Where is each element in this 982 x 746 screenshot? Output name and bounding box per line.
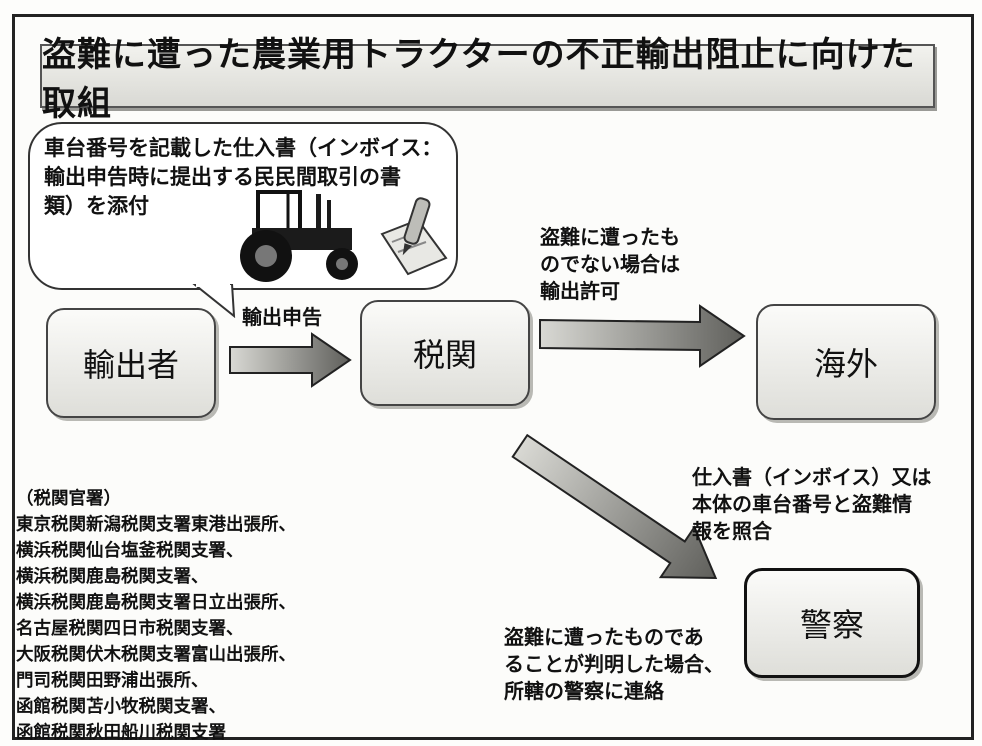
police-node: 警察 (744, 568, 920, 678)
customs-label: 税関 (412, 336, 477, 374)
callout-line: 輸出申告時に提出する民民間取引の書 (44, 165, 401, 189)
office-item: 大阪税関伏木税関支署富山出張所、 (16, 645, 296, 665)
customs-offices-list: （税関官署） 東京税関新潟税関支署東港出張所、 横浜税関仙台塩釜税関支署、 横浜… (16, 486, 296, 746)
offices-heading: （税関官署） (16, 489, 121, 509)
office-item: 門司税関田野浦出張所、 (16, 671, 209, 691)
callout-tail (192, 284, 236, 318)
office-item: 名古屋税関四日市税関支署、 (16, 619, 244, 639)
customs-node: 税関 (360, 300, 530, 406)
document-pen-icon (380, 197, 448, 276)
check-line: 本体の車台番号と盗難情 (692, 492, 912, 516)
permit-line: 盗難に遭ったも (540, 225, 680, 249)
police-label: 警察 (799, 606, 864, 644)
verification-label: 仕入書（インボイス）又は 本体の車台番号と盗難情 報を照合 (692, 464, 931, 545)
tractor-icon (240, 190, 358, 282)
office-item: 函館税関秋田船川税関支署 (16, 723, 226, 743)
exporter-label: 輸出者 (82, 346, 179, 384)
export-permit-label: 盗難に遭ったも のでない場合は 輸出許可 (540, 224, 680, 305)
diagram-title: 盗難に遭った農業用トラクターの不正輸出阻止に向けた取組 (42, 35, 916, 124)
exporter-node: 輸出者 (46, 308, 216, 418)
title-banner: 盗難に遭った農業用トラクターの不正輸出阻止に向けた取組 (40, 35, 935, 124)
office-item: 横浜税関鹿島税関支署日立出張所、 (16, 593, 296, 613)
check-line: 報を照合 (692, 519, 772, 543)
callout-line: 類）を添付 (44, 194, 149, 218)
office-item: 横浜税関鹿島税関支署、 (16, 567, 209, 587)
arrow-export-declaration (229, 332, 352, 388)
export-declaration-label: 輸出申告 (242, 305, 322, 329)
arrow-to-police (511, 433, 718, 579)
check-line: 仕入書（インボイス）又は (692, 465, 932, 489)
contact-line: ることが判明した場合、 (504, 652, 724, 676)
overseas-node: 海外 (756, 304, 936, 420)
callout-line: 車台番号を記載した仕入書（インボイス： (44, 136, 443, 160)
office-item: 東京税関新潟税関支署東港出張所、 (16, 515, 296, 535)
permit-line: 輸出許可 (540, 279, 620, 303)
invoice-callout-text: 車台番号を記載した仕入書（インボイス： 輸出申告時に提出する民民間取引の書 類）… (44, 134, 454, 221)
police-contact-label: 盗難に遭ったものであ ることが判明した場合、 所轄の警察に連絡 (504, 624, 724, 705)
invoice-callout: 車台番号を記載した仕入書（インボイス： 輸出申告時に提出する民民間取引の書 類）… (28, 122, 458, 290)
arrow-export-permit (539, 304, 746, 368)
overseas-label: 海外 (813, 345, 878, 383)
contact-line: 盗難に遭ったものであ (504, 625, 704, 649)
office-item: 函館税関苫小牧税関支署、 (16, 697, 226, 717)
permit-line: のでない場合は (540, 252, 680, 276)
contact-line: 所轄の警察に連絡 (504, 679, 664, 703)
office-item: 横浜税関仙台塩釜税関支署、 (16, 541, 244, 561)
